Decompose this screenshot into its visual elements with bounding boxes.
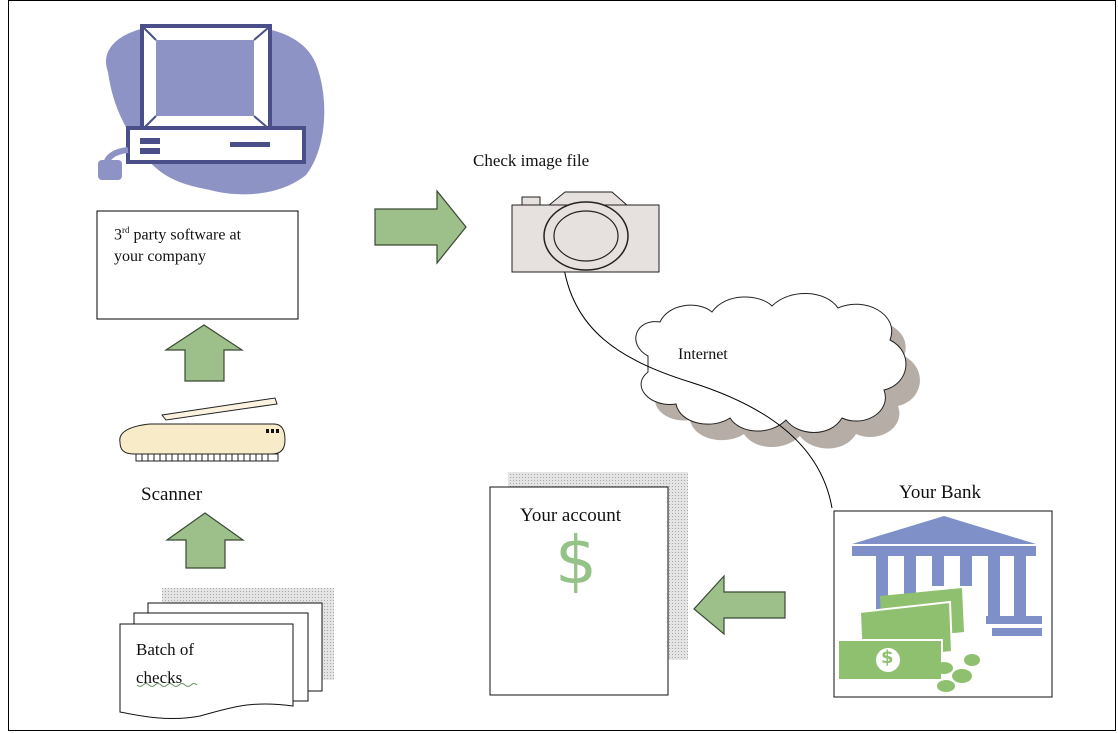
arrow-bank-to-account <box>693 574 786 636</box>
arrow-checks-to-scanner <box>165 512 245 569</box>
software-label-sup: rd <box>122 225 130 235</box>
checks-stack-icon <box>119 588 334 720</box>
software-label-prefix: 3 <box>114 226 122 244</box>
cloud-icon <box>635 293 920 449</box>
arrow-to-camera <box>374 189 467 265</box>
computer-icon <box>98 24 325 195</box>
camera-icon <box>511 191 660 273</box>
dollar-sign: $ <box>555 522 597 599</box>
batch-label: Batch of checks <box>136 636 194 692</box>
software-box <box>96 210 299 320</box>
software-label-rest: party software at <box>129 226 242 244</box>
account-document-icon <box>489 472 688 696</box>
check-image-file-label: Check image file <box>473 151 590 170</box>
batch-label-line1: Batch of <box>136 640 195 659</box>
software-label-line2: your company <box>114 248 206 266</box>
scanner-icon <box>119 397 286 462</box>
batch-label-line2: checks <box>136 668 183 687</box>
scanner-label: Scanner <box>141 484 203 505</box>
arrow-scanner-to-software <box>163 324 245 382</box>
connection-line <box>562 261 833 509</box>
bank-icon <box>833 510 1053 698</box>
your-account-label: Your account <box>520 505 621 526</box>
bill-dollar-symbol: $ <box>881 647 894 668</box>
your-bank-label: Your Bank <box>899 482 982 503</box>
software-label: 3rd party software at your company <box>114 219 241 268</box>
internet-label: Internet <box>678 346 728 363</box>
